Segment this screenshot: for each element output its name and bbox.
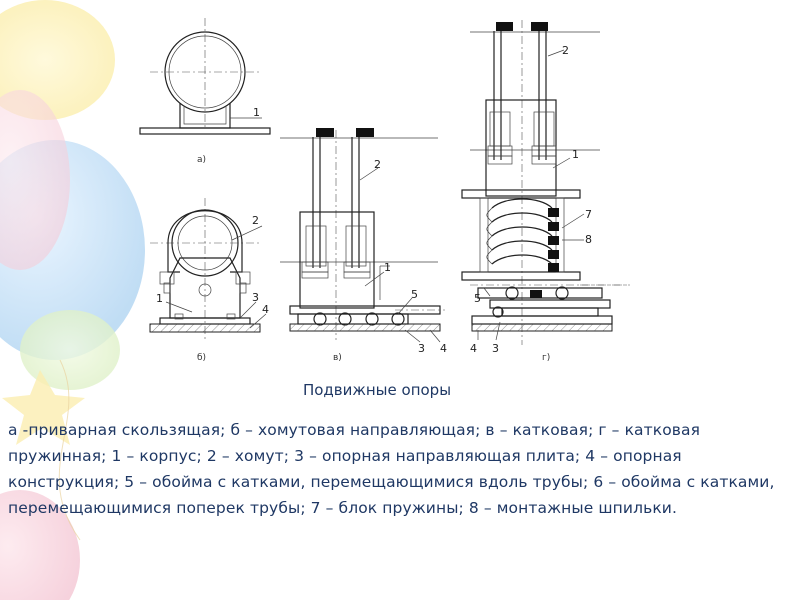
label-v-1: 1: [384, 261, 391, 274]
label-g-2: 2: [562, 44, 569, 57]
balloon-string: [58, 359, 81, 541]
label-b-3: 3: [252, 291, 259, 304]
label-a-1: 1: [253, 106, 260, 119]
star-yellow: [2, 370, 85, 445]
label-g-3: 3: [492, 342, 499, 355]
label-g-8: 8: [585, 233, 592, 246]
balloon-pink-bottom: [0, 490, 80, 600]
label-g-5: 5: [474, 292, 481, 305]
label-v-3: 3: [418, 342, 425, 355]
figure-caption: а -приварная скользящая; б – хомутовая н…: [8, 421, 775, 517]
sublabel-a: а): [197, 155, 206, 165]
label-b-2: 2: [252, 214, 259, 227]
label-v-4: 4: [440, 342, 447, 355]
label-v-5: 5: [411, 288, 418, 301]
balloon-yellow-top: [0, 0, 115, 120]
label-g-7: 7: [585, 208, 592, 221]
label-b-4: 4: [262, 303, 269, 316]
sublabel-g: г): [542, 353, 550, 363]
support-b-clamp-guide: 2 1 3 4 б): [149, 198, 269, 363]
balloon-pink-left: [0, 90, 70, 270]
label-g-1: 1: [572, 148, 579, 161]
balloon-green-left: [20, 310, 120, 390]
support-g-spring-roller: 2 1 7 8 5 4 3 г): [461, 20, 630, 363]
label-v-2: 2: [374, 158, 381, 171]
label-b-1: 1: [156, 292, 163, 305]
label-g-4: 4: [470, 342, 477, 355]
sublabel-v: в): [333, 353, 342, 363]
figure-title: Подвижные опоры: [302, 381, 452, 399]
figure-title-container: Подвижные опоры: [0, 380, 800, 399]
sublabel-b: б): [197, 353, 206, 363]
spring-coils: [486, 198, 553, 265]
support-a-welded-sliding: 1 а): [139, 18, 271, 165]
support-v-roller: 2 1 5 3 4 в): [280, 128, 447, 363]
